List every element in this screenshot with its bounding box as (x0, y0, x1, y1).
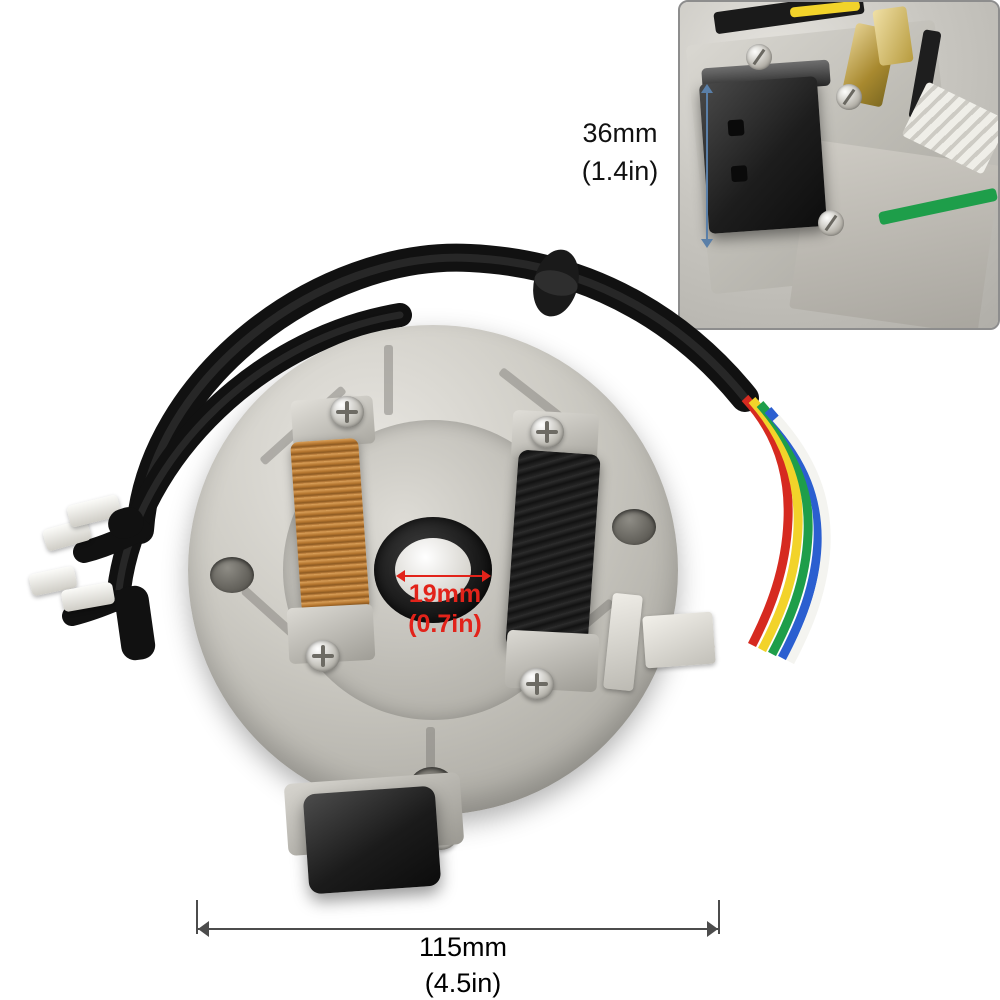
bore-dim-line (402, 575, 488, 577)
cable-grommet-ring (534, 270, 578, 296)
screw-slot-cross (526, 682, 548, 686)
stator-plate (188, 325, 678, 815)
inset-screw-2 (836, 84, 862, 110)
width-dim-tick-left (196, 900, 198, 934)
width-dim-label-in: (4.5in) (424, 968, 502, 998)
screw-copper-coil-top (330, 396, 364, 428)
wire-red (741, 394, 793, 648)
width-dim-arrow-left (198, 921, 209, 937)
screw-slot-cross (336, 410, 358, 414)
width-dim-arrow-right (707, 921, 718, 937)
copper-winding-coil (290, 437, 370, 615)
bore-dim-arrow-right (482, 570, 491, 582)
white-wire-connector (642, 611, 716, 669)
wire-yellow (748, 397, 803, 653)
cable-grommet (533, 249, 579, 317)
inset-detail-photo (678, 0, 1000, 330)
tape-wrapped-coil (505, 449, 601, 653)
screw-slot-cross (536, 430, 558, 434)
black-pickup-module (302, 785, 442, 895)
bore-dim-label-in: (0.7in) (408, 610, 482, 638)
bolt-hole-right (612, 509, 656, 545)
plate-rib-5 (384, 345, 393, 415)
screw-black-coil-bottom (520, 668, 554, 700)
coil-height-label-in: (1.4in) (581, 156, 659, 186)
coil-height-arrow (701, 84, 713, 248)
width-dim-tick-right (718, 900, 720, 934)
plate-rib-6 (426, 727, 435, 799)
width-dim-label-mm: 115mm (418, 932, 508, 962)
wire-boot-black-2 (113, 583, 157, 663)
bore-dim-label-mm: 19mm (408, 580, 482, 608)
screw-black-coil-top (530, 416, 564, 448)
center-bore-hub (374, 517, 492, 623)
width-dim-line (198, 928, 718, 930)
bore-dim-arrow-left (396, 570, 405, 582)
screw-copper-coil-bottom (306, 640, 340, 672)
wire-white (772, 414, 831, 665)
wire-blue (764, 406, 823, 661)
inset-screw-1 (746, 44, 772, 70)
coil-height-label-mm: 36mm (582, 118, 658, 148)
center-bore-hole (395, 538, 471, 602)
screw-slot-cross (312, 654, 334, 658)
inset-screw-3 (818, 210, 844, 236)
inset-black-coil (698, 76, 828, 234)
wire-green (756, 401, 813, 657)
bolt-hole-left (210, 557, 254, 593)
